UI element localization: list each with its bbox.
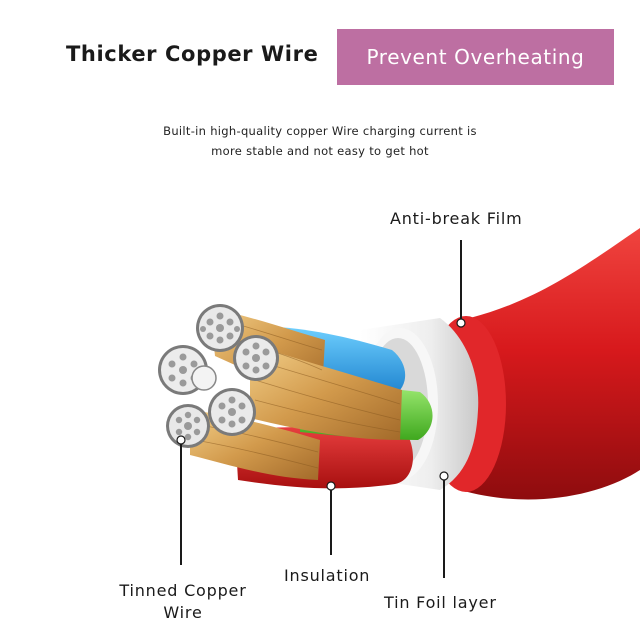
label-tinned-copper-wire: Tinned Copper Wire: [112, 580, 254, 624]
wire-end-2: [233, 335, 279, 381]
prevent-overheating-badge: Prevent Overheating: [337, 29, 614, 85]
description-line-2: more stable and not easy to get hot: [211, 144, 429, 158]
description: Built-in high-quality copper Wire chargi…: [120, 121, 520, 161]
label-insulation: Insulation: [284, 566, 371, 585]
headline: Thicker Copper Wire: [66, 42, 319, 66]
label-tinned-copper-line-1: Tinned Copper: [119, 581, 247, 600]
label-tinned-copper-line-2: Wire: [163, 603, 203, 622]
wire-end-5: [166, 404, 210, 448]
wire-end-1: [196, 304, 244, 352]
copper-bundle-middle: [250, 344, 402, 440]
label-anti-break-film: Anti-break Film: [390, 209, 523, 228]
description-line-1: Built-in high-quality copper Wire chargi…: [163, 124, 477, 138]
wire-end-3: [158, 345, 217, 395]
red-jacket: [460, 228, 640, 500]
label-tin-foil-layer: Tin Foil layer: [384, 593, 497, 612]
wire-end-4: [208, 388, 256, 436]
